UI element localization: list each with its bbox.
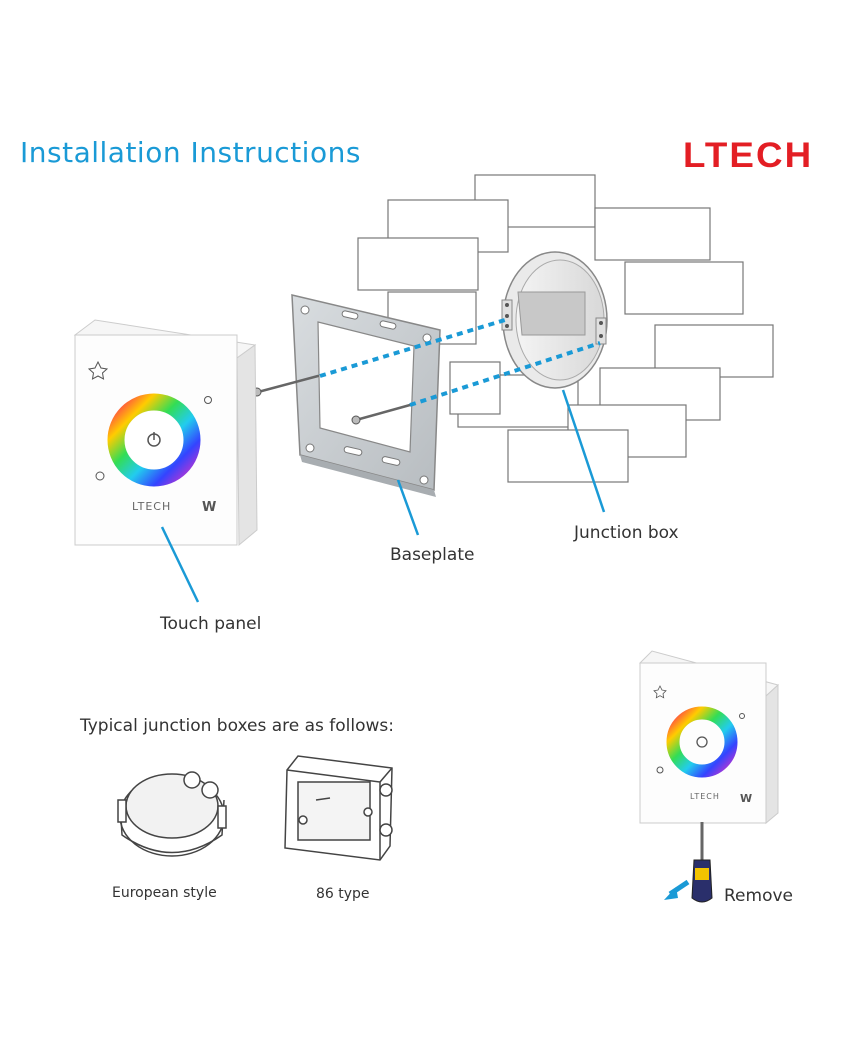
brick-wall <box>357 174 774 483</box>
baseplate-label: Baseplate <box>390 545 475 565</box>
junction-box-label: Junction box <box>574 523 679 543</box>
junction-box-illustration <box>501 251 608 389</box>
page-title: Installation Instructions <box>20 136 361 169</box>
baseplate-illustration <box>291 294 441 497</box>
remove-panel-white-key: W <box>740 792 753 805</box>
alignment-dotted-lines <box>319 318 601 407</box>
screws <box>256 374 412 422</box>
86-type-caption: 86 type <box>316 886 370 902</box>
86-type-box-icon <box>284 755 393 861</box>
touch-panel-illustration <box>73 319 258 547</box>
ltech-logo: LTECH <box>683 136 814 175</box>
remove-label: Remove <box>724 886 793 906</box>
remove-panel-brand-text: LTECH <box>690 792 720 801</box>
remove-panel-illustration <box>639 650 780 903</box>
european-style-box-icon <box>117 771 227 857</box>
typical-junction-heading: Typical junction boxes are as follows: <box>80 716 395 736</box>
european-style-caption: European style <box>112 885 217 901</box>
white-key-text: W <box>202 500 217 515</box>
panel-brand-text: LTECH <box>132 500 172 513</box>
leader-lines <box>160 389 606 603</box>
touch-panel-label: Touch panel <box>160 614 262 634</box>
